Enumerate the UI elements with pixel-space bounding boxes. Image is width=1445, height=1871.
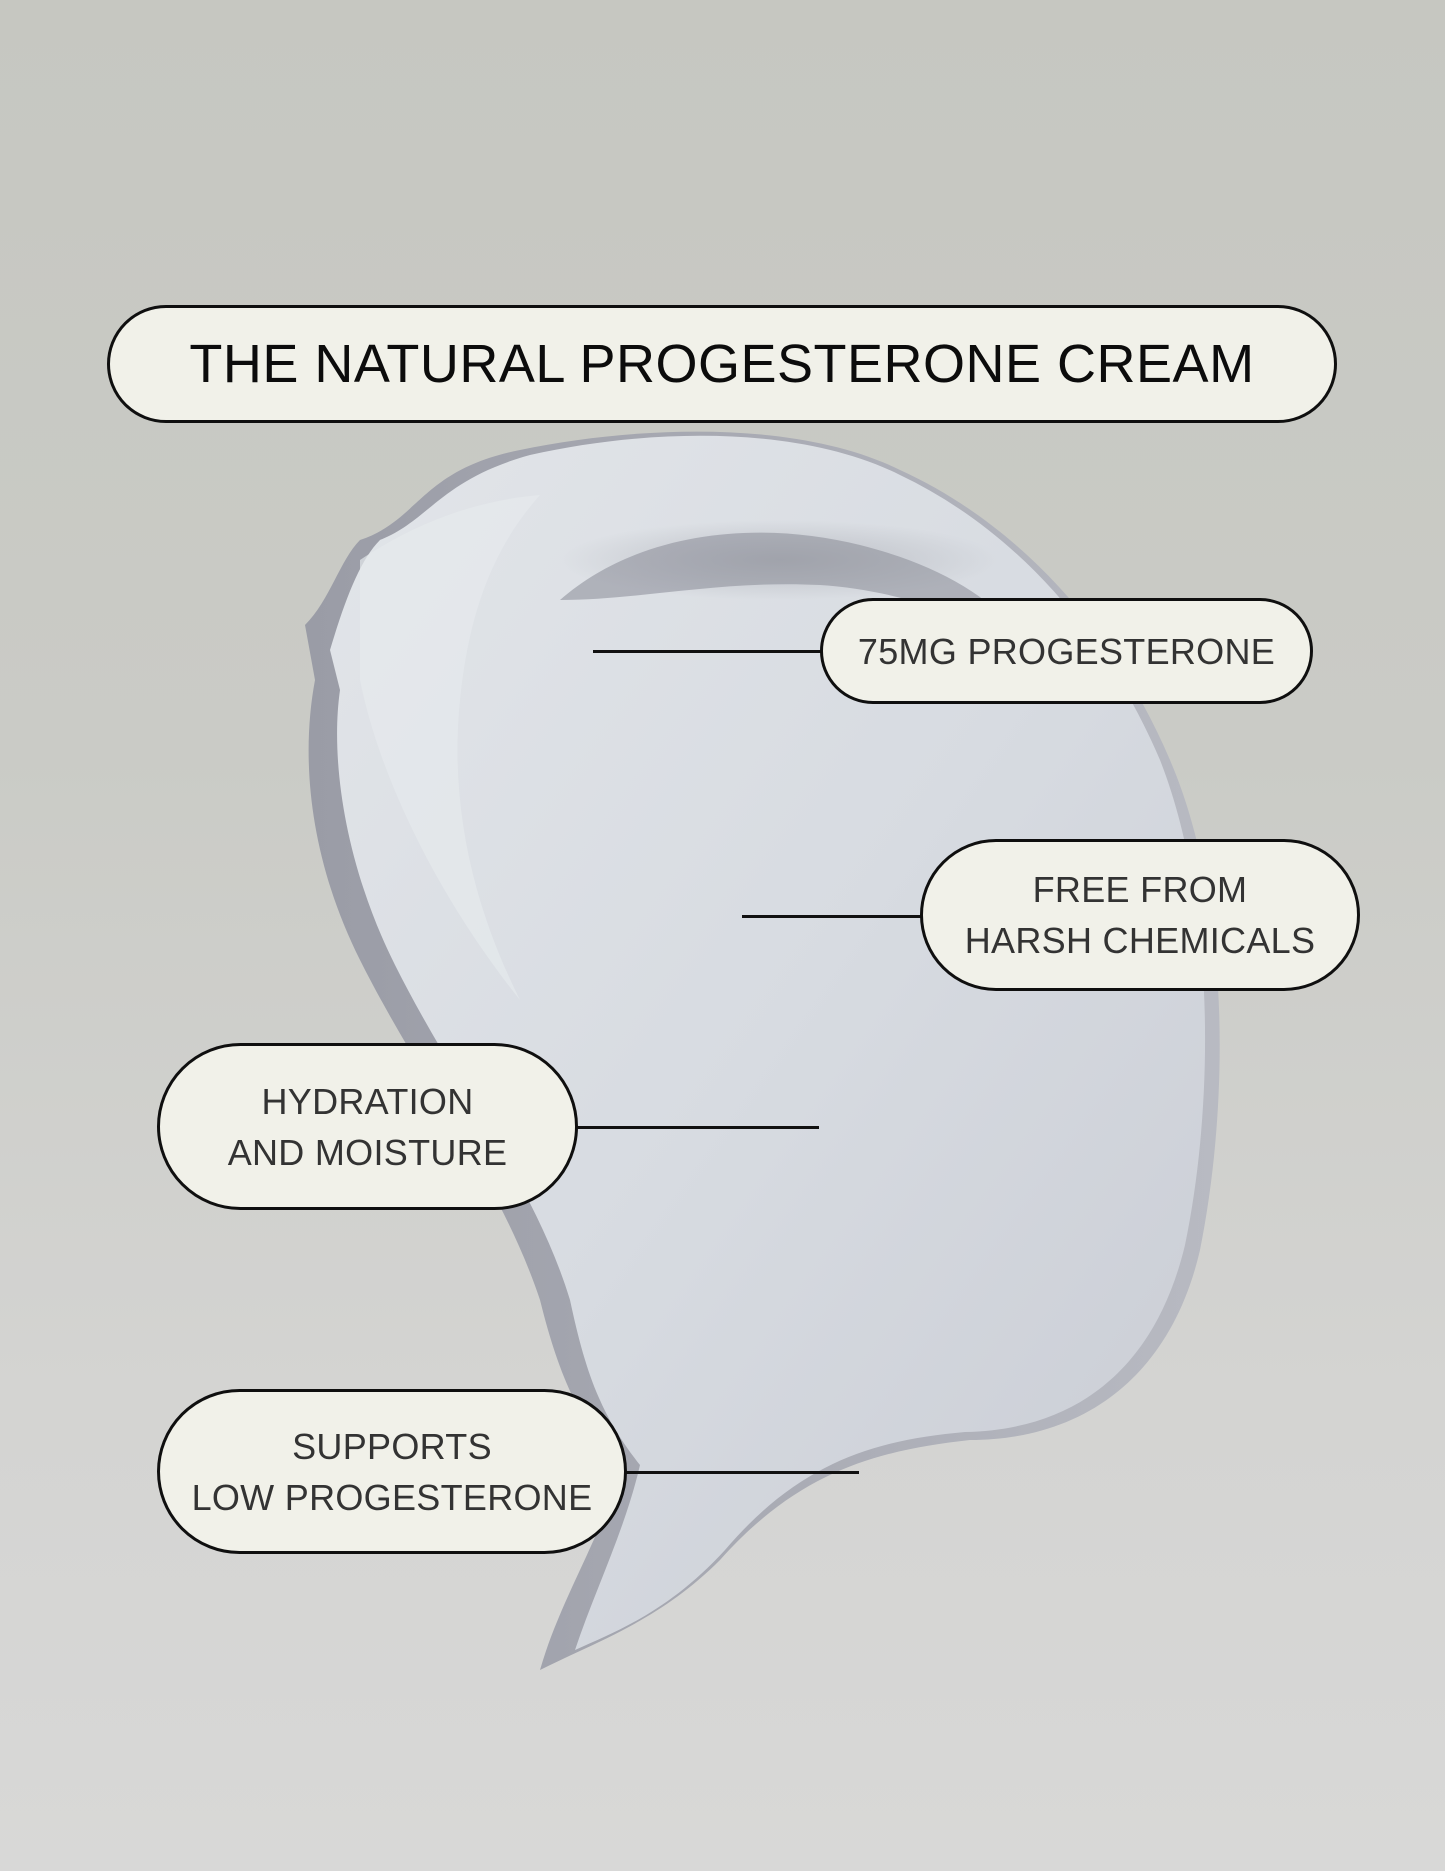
- callout-leader-line: [593, 650, 822, 653]
- callout-hydration-and-moisture: HYDRATION AND MOISTURE: [157, 1043, 578, 1210]
- page-title: THE NATURAL PROGESTERONE CREAM: [189, 334, 1255, 394]
- callout-free-from-harsh-chemicals: FREE FROM HARSH CHEMICALS: [920, 839, 1360, 991]
- callout-supports-low-progesterone: SUPPORTS LOW PROGESTERONE: [157, 1389, 627, 1554]
- callout-label-line1: HYDRATION: [261, 1080, 474, 1122]
- callout-leader-line: [625, 1471, 859, 1474]
- callout-leader-line: [742, 915, 922, 918]
- callout-label-line2: HARSH CHEMICALS: [964, 920, 1316, 961]
- callout-label-line2: AND MOISTURE: [227, 1131, 508, 1173]
- callout-label-line1: SUPPORTS: [292, 1425, 492, 1467]
- callout-leader-line: [576, 1126, 819, 1129]
- callout-75mg-progesterone: 75MG PROGESTERONE: [820, 598, 1313, 704]
- callout-label-line1: FREE FROM: [1032, 869, 1248, 910]
- callout-label: 75MG PROGESTERONE: [857, 630, 1276, 672]
- title-banner: THE NATURAL PROGESTERONE CREAM: [107, 305, 1337, 423]
- callout-label-line2: LOW PROGESTERONE: [191, 1476, 593, 1518]
